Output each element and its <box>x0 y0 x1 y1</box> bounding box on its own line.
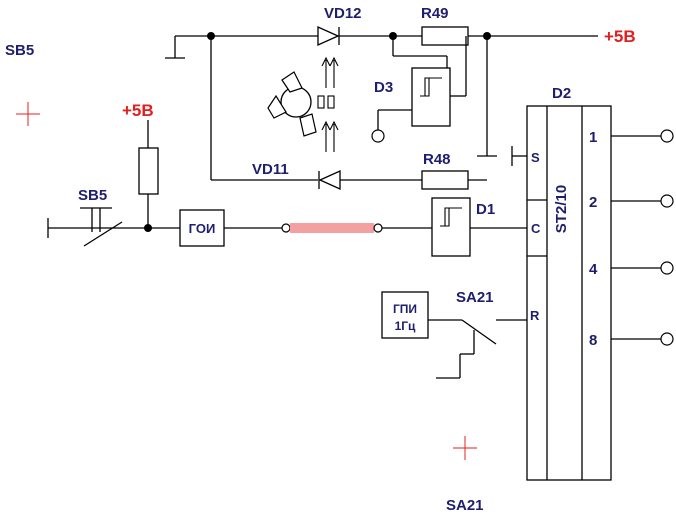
sa21-bottom-label: SA21 <box>446 497 484 514</box>
sa21-switch <box>436 319 527 379</box>
out-8-label: 8 <box>589 332 597 349</box>
gpi-block <box>381 291 429 339</box>
d1-label: D1 <box>476 201 495 218</box>
optical-rotor-sensor <box>267 56 339 152</box>
sa21-switch-label: SA21 <box>456 289 494 306</box>
supply-plus5v-right: +5B <box>604 27 636 46</box>
sb5-pushbutton: SB5 <box>78 187 123 247</box>
sb5-switch-label: SB5 <box>78 187 107 204</box>
r49-label: R49 <box>421 5 449 22</box>
d2-counter-label: ST2/10 <box>553 185 570 233</box>
supply-plus5v-left: +5B <box>122 101 154 120</box>
d1-schmitt-trigger <box>431 197 471 257</box>
out-4-label: 4 <box>589 261 598 278</box>
hysteresis-symbol-d1 <box>440 207 462 227</box>
out-2-label: 2 <box>589 194 597 211</box>
d3-schmitt-trigger <box>411 67 451 127</box>
junction-node <box>144 224 152 232</box>
vd12-label: VD12 <box>324 5 362 22</box>
out-1-label: 1 <box>589 129 597 146</box>
d2-label: D2 <box>552 85 571 102</box>
vd11-label: VD11 <box>252 161 289 178</box>
pin-s-label: S <box>531 150 540 165</box>
gpi-label-line2: 1Гц <box>395 319 416 333</box>
d3-output-terminal <box>371 129 385 143</box>
sb5-cross-marker <box>16 102 40 126</box>
optical-link-bar <box>290 223 374 233</box>
output-8: 8 <box>589 332 674 349</box>
r48-label: R48 <box>423 151 451 168</box>
hysteresis-symbol-d3 <box>420 77 442 97</box>
diode-vd12 <box>317 25 340 47</box>
resistor-r48 <box>421 170 469 190</box>
d2-counter <box>526 105 612 481</box>
pin-r-label: R <box>530 308 540 323</box>
output-1: 1 <box>589 129 674 146</box>
pin-c-label: C <box>531 221 541 236</box>
sb5-top-label: SB5 <box>5 42 34 59</box>
sa21-cross-marker <box>453 436 477 460</box>
d3-label: D3 <box>374 79 393 96</box>
gpi-label-line1: ГПИ <box>393 302 417 316</box>
goi-label: ГОИ <box>189 221 216 236</box>
resistor-r49 <box>421 26 469 46</box>
output-2: 2 <box>589 194 674 211</box>
output-4: 4 <box>589 261 674 278</box>
diode-vd11 <box>318 169 341 191</box>
resistor-pullup <box>138 147 159 195</box>
